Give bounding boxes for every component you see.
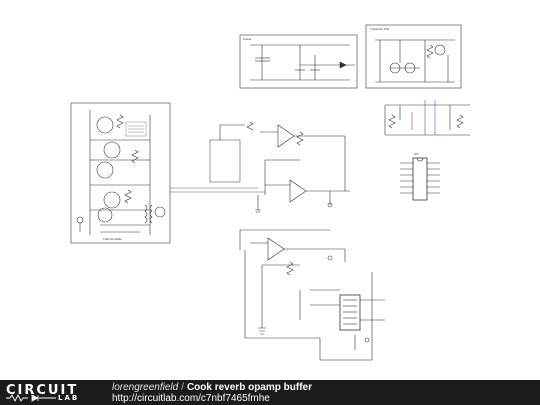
tube-amplifier-panel[interactable] bbox=[70, 102, 171, 244]
ic-label: IC1 bbox=[414, 152, 419, 156]
opamp-buffer-stage-2[interactable] bbox=[239, 229, 373, 361]
opamp-buffer-stage-1[interactable] bbox=[170, 121, 350, 213]
transistor-pair-panel[interactable] bbox=[365, 24, 462, 89]
transistor-pair-label: Transistor Pair bbox=[370, 27, 389, 31]
reverb-tank-drivers[interactable] bbox=[299, 289, 385, 350]
author-link[interactable]: lorengreenfield bbox=[112, 382, 179, 393]
power-supply-panel[interactable] bbox=[239, 34, 358, 89]
title-separator: / bbox=[181, 382, 184, 393]
circuitlab-logo-lab: LAB bbox=[58, 394, 80, 402]
power-supply-label: Power bbox=[243, 37, 252, 41]
logo-wave-icon bbox=[6, 394, 56, 402]
bias-network[interactable] bbox=[384, 100, 470, 136]
circuit-name[interactable]: Cook reverb opamp buffer bbox=[186, 382, 312, 393]
footer-bar: CIRCUIT LAB lorengreenfield/Cook reverb … bbox=[0, 380, 540, 405]
tube-amplifier-label: Tube Amplifier bbox=[103, 237, 122, 241]
ic-pinout[interactable] bbox=[400, 157, 440, 201]
circuit-title: lorengreenfield/Cook reverb opamp buffer bbox=[112, 382, 312, 393]
circuitlab-logo[interactable]: CIRCUIT bbox=[6, 383, 79, 398]
schematic-canvas[interactable]: Tube Amplifier Power bbox=[0, 0, 540, 380]
circuit-url[interactable]: http://circuitlab.com/c7nbf7465fmhe bbox=[112, 393, 270, 404]
